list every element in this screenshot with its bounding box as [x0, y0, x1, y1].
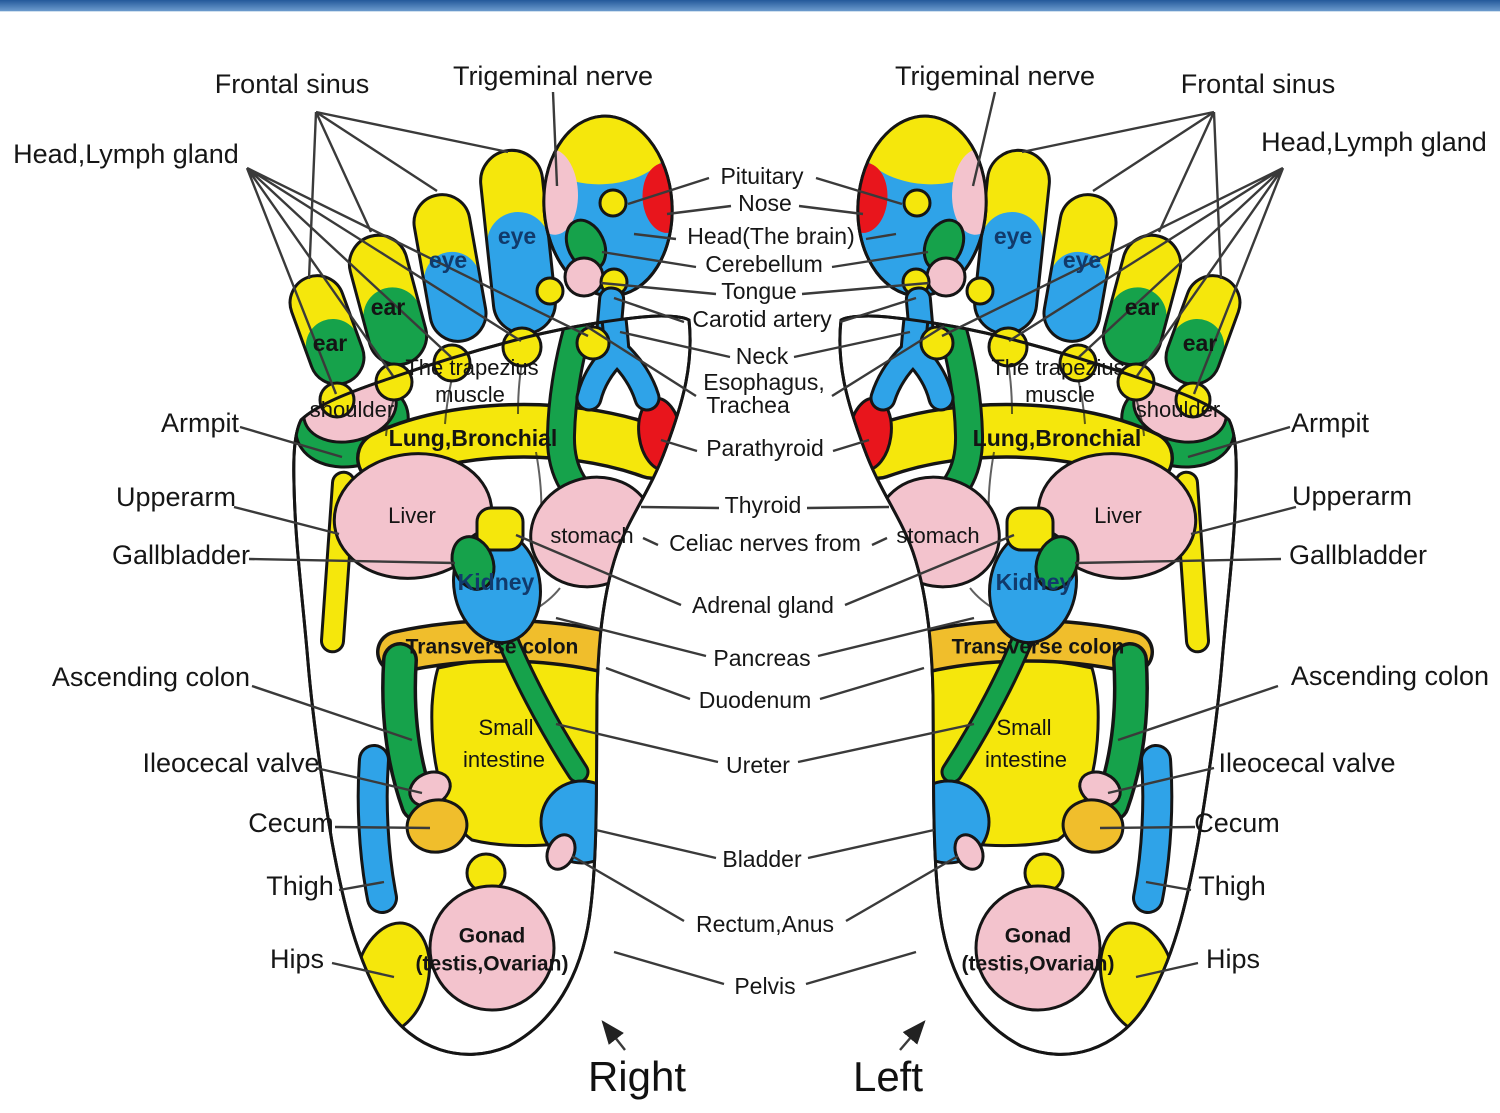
label-ileocecal-right: Ileocecal valve	[1218, 748, 1395, 778]
zone-label-gonad-1: Gonad	[1005, 925, 1072, 948]
label-gallbladder-left: Gallbladder	[112, 540, 250, 570]
zone-label-lung: Lung,Bronchial	[973, 425, 1142, 451]
zone-label-gonad-1: Gonad	[459, 925, 526, 948]
label-trigeminal-left: Trigeminal nerve	[453, 61, 653, 91]
label-upperarm-left: Upperarm	[116, 482, 236, 512]
top-decorative-bar	[0, 0, 1500, 12]
zone-label-small-2: intestine	[463, 747, 545, 772]
zone-label-eye: eye	[498, 223, 536, 249]
left-foot-title: Left	[853, 1053, 923, 1100]
label-frontal-sinus-left: Frontal sinus	[215, 69, 370, 99]
label-thigh-left: Thigh	[266, 871, 334, 901]
label-frontal-sinus-right: Frontal sinus	[1181, 69, 1336, 99]
label-head-lymph-right: Head,Lymph gland	[1261, 127, 1487, 157]
zone-label-gonad-2: (testis,Ovarian)	[962, 953, 1115, 976]
zone-label-trapezius-1: The trapezius	[405, 355, 538, 380]
label-bladder: Bladder	[722, 846, 802, 872]
label-cerebellum: Cerebellum	[705, 251, 823, 277]
label-trachea: Trachea	[706, 392, 790, 418]
label-head-lymph-left: Head,Lymph gland	[13, 139, 239, 169]
zone-label-ear: ear	[313, 330, 348, 356]
right-foot-title: Right	[588, 1053, 686, 1100]
label-gallbladder-right: Gallbladder	[1289, 540, 1427, 570]
zone-label-stomach: stomach	[550, 523, 633, 548]
zone-label-stomach: stomach	[896, 523, 979, 548]
zone-label-kidney: Kidney	[458, 569, 535, 595]
label-trigeminal-right: Trigeminal nerve	[895, 61, 1095, 91]
callout-labels: Frontal sinus Trigeminal nerve Trigemina…	[13, 61, 1489, 999]
left-foot-arrow	[899, 1020, 926, 1051]
label-hips-left: Hips	[270, 944, 324, 974]
zone-label-small-2: intestine	[985, 747, 1067, 772]
zone-label-small-1: Small	[996, 715, 1051, 740]
label-ascending-right: Ascending colon	[1291, 661, 1489, 691]
zone-label-trapezius-2: muscle	[1025, 382, 1095, 407]
label-thigh-right: Thigh	[1198, 871, 1266, 901]
zone-label-ear: ear	[1125, 294, 1160, 320]
label-nose: Nose	[738, 190, 792, 216]
label-armpit-right: Armpit	[1291, 408, 1370, 438]
zone-labels-left-foot: eye eye ear ear shoulder The trapezius m…	[896, 223, 1220, 975]
zone-label-eye: eye	[994, 223, 1032, 249]
label-cecum-right: Cecum	[1194, 808, 1280, 838]
zone-label-ear: ear	[371, 294, 406, 320]
label-rectum-anus: Rectum,Anus	[696, 911, 834, 937]
zone-label-liver: Liver	[388, 503, 436, 528]
zone-label-liver: Liver	[1094, 503, 1142, 528]
zone-label-trapezius-2: muscle	[435, 382, 505, 407]
label-carotid: Carotid artery	[692, 306, 832, 332]
label-head-brain: Head(The brain)	[687, 223, 854, 249]
zone-label-transverse: Transverse colon	[406, 636, 579, 659]
zone-label-trapezius-1: The trapezius	[991, 355, 1124, 380]
label-armpit-left: Armpit	[161, 408, 240, 438]
label-celiac-nerves: Celiac nerves from	[669, 530, 861, 556]
label-ascending-left: Ascending colon	[52, 662, 250, 692]
label-tongue: Tongue	[721, 278, 796, 304]
zone-label-eye: eye	[1063, 247, 1101, 273]
label-hips-right: Hips	[1206, 944, 1260, 974]
label-pancreas: Pancreas	[713, 645, 810, 671]
zone-label-small-1: Small	[478, 715, 533, 740]
right-foot-arrow	[601, 1020, 626, 1051]
zone-labels-right-foot: eye eye ear ear shoulder The trapezius m…	[310, 223, 634, 975]
zone-label-shoulder: shoulder	[310, 397, 394, 422]
label-adrenal: Adrenal gland	[692, 592, 834, 618]
label-duodenum: Duodenum	[699, 687, 812, 713]
label-cecum-left: Cecum	[248, 808, 334, 838]
label-thyroid: Thyroid	[725, 492, 802, 518]
zone-label-ear: ear	[1183, 330, 1218, 356]
label-neck: Neck	[736, 343, 789, 369]
zone-label-kidney: Kidney	[996, 569, 1073, 595]
zone-label-lung: Lung,Bronchial	[389, 425, 558, 451]
label-ureter: Ureter	[726, 752, 790, 778]
label-ileocecal-left: Ileocecal valve	[142, 748, 319, 778]
zone-label-eye: eye	[429, 247, 467, 273]
label-parathyroid: Parathyroid	[706, 435, 824, 461]
leader-lines	[233, 91, 1297, 986]
label-upperarm-right: Upperarm	[1292, 481, 1412, 511]
label-pituitary: Pituitary	[720, 163, 804, 189]
zone-label-gonad-2: (testis,Ovarian)	[416, 953, 569, 976]
label-pelvis: Pelvis	[734, 973, 795, 999]
zone-label-transverse: Transverse colon	[952, 636, 1125, 659]
label-esophagus: Esophagus,	[703, 369, 824, 395]
zone-label-shoulder: shoulder	[1136, 397, 1220, 422]
